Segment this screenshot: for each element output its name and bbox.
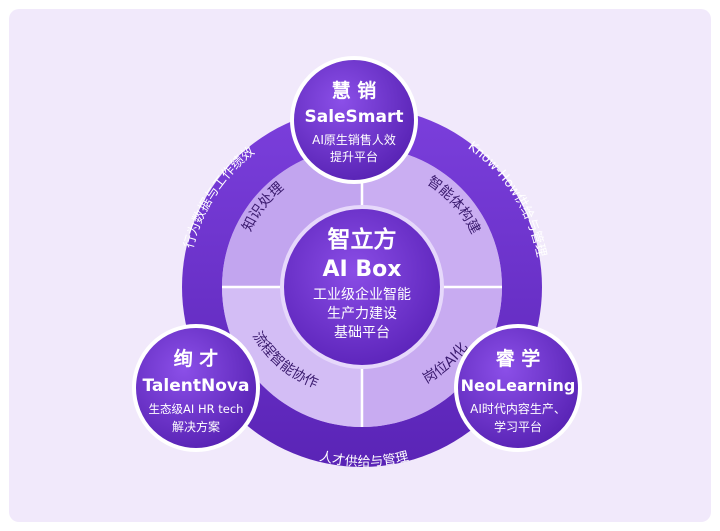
node-neolearning-desc-1: AI时代内容生产、 bbox=[470, 401, 566, 416]
center-line-3: 基础平台 bbox=[334, 324, 390, 341]
node-salesmart-cn: 慧 销 bbox=[332, 79, 377, 102]
node-salesmart-circle bbox=[290, 56, 418, 184]
node-neolearning-en: NeoLearning bbox=[461, 376, 576, 395]
node-salesmart: 慧 销 SaleSmart AI原生销售人效 提升平台 bbox=[290, 56, 418, 184]
node-salesmart-desc-2: 提升平台 bbox=[330, 149, 378, 164]
node-talentnova-circle bbox=[132, 324, 260, 452]
node-talentnova-desc-2: 解决方案 bbox=[172, 419, 220, 434]
node-salesmart-desc-1: AI原生销售人效 bbox=[312, 132, 396, 147]
node-talentnova-en: TalentNova bbox=[143, 376, 250, 396]
center-line-1: 工业级企业智能 bbox=[313, 286, 411, 303]
center-title: 智立方 bbox=[328, 226, 397, 253]
node-neolearning: 睿 学 NeoLearning AI时代内容生产、 学习平台 bbox=[454, 324, 582, 452]
node-talentnova-cn: 绚 才 bbox=[174, 347, 219, 370]
outer-label-bottom: 人才供给与管理 bbox=[318, 449, 410, 470]
node-talentnova-desc-1: 生态级AI HR tech bbox=[149, 402, 244, 416]
center-line-2: 生产力建设 bbox=[327, 306, 397, 322]
center-subtitle: AI Box bbox=[323, 257, 402, 282]
node-talentnova: 绚 才 TalentNova 生态级AI HR tech 解决方案 bbox=[132, 324, 260, 452]
center-circle bbox=[280, 205, 444, 369]
node-neolearning-cn: 睿 学 bbox=[496, 347, 541, 370]
node-salesmart-en: SaleSmart bbox=[304, 107, 403, 127]
node-neolearning-circle bbox=[454, 324, 582, 452]
node-neolearning-desc-2: 学习平台 bbox=[494, 419, 542, 434]
